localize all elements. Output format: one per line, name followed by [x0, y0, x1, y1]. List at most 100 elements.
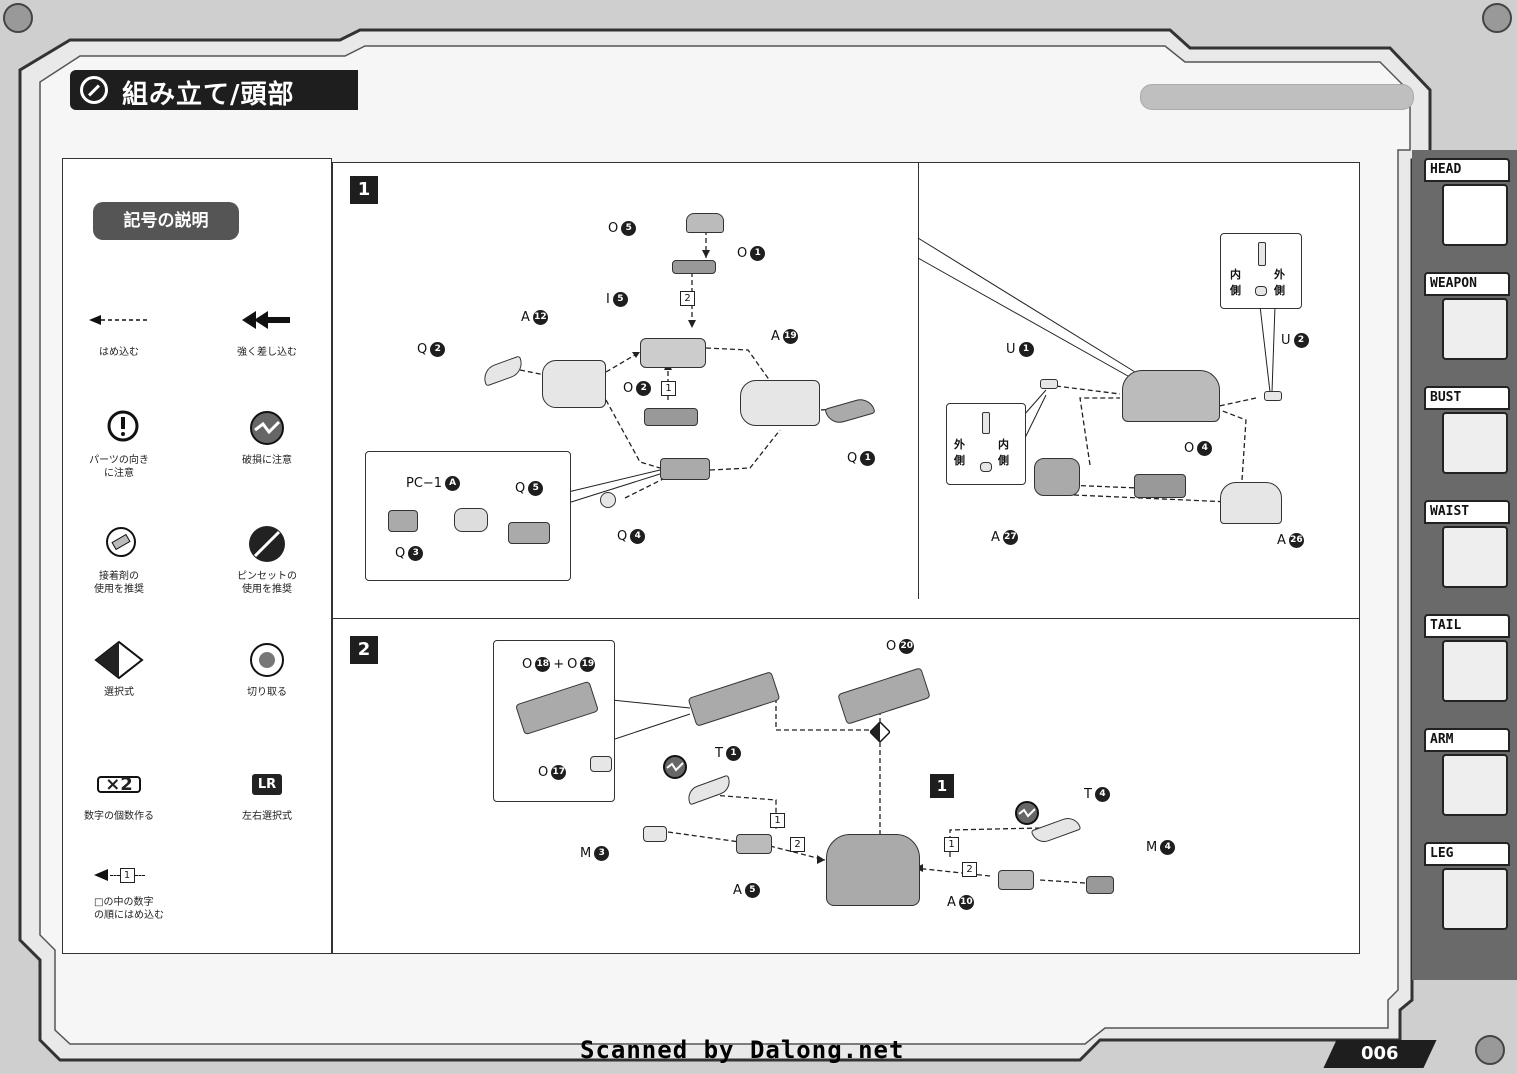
part-pc1: [454, 508, 488, 532]
part-q4: [600, 492, 616, 508]
sequence-2: 2: [680, 291, 695, 306]
double-arrow-icon: [212, 300, 322, 340]
scan-credit: Scanned by Dalong.net: [580, 1036, 905, 1064]
part-m3: [643, 826, 667, 842]
legend-item-tweezers: ピンセットの 使用を推奨: [212, 524, 322, 596]
part-a27: [1034, 458, 1080, 496]
tweezers-icon: [212, 524, 322, 564]
legend-item-lr: LR 左右選択式: [212, 764, 322, 823]
header-badge: [1140, 84, 1414, 110]
bust-thumbnail: [1442, 412, 1508, 474]
order-arrow-icon: 1: [64, 860, 174, 890]
part-q3: [388, 510, 418, 532]
outer-note: 外 側: [954, 438, 965, 467]
part-q5: [508, 522, 550, 544]
head-thumbnail: [1442, 184, 1508, 246]
legend-title: 記号の説明: [93, 202, 239, 240]
page-title: 組み立て/頭部: [122, 80, 295, 110]
outer-note: 外 側: [1274, 268, 1285, 297]
part-m4: [1086, 876, 1114, 894]
sequence-1: 1: [770, 813, 785, 828]
exclamation-icon: [64, 408, 174, 448]
legend-label: 破損に注意: [242, 455, 292, 466]
tab-bust[interactable]: BUST: [1424, 386, 1510, 474]
tab-label: LEG: [1424, 842, 1510, 866]
tab-label: WEAPON: [1424, 272, 1510, 296]
compass-icon: [80, 76, 108, 104]
weapon-thumbnail: [1442, 298, 1508, 360]
sequence-1: 1: [944, 837, 959, 852]
tab-head[interactable]: HEAD: [1424, 158, 1510, 246]
sequence-2: 2: [962, 862, 977, 877]
tab-arm[interactable]: ARM: [1424, 728, 1510, 816]
tail-thumbnail: [1442, 640, 1508, 702]
head-assembly-step2: [826, 834, 920, 906]
broken-icon: [1015, 801, 1039, 825]
legend-label: はめ込む: [99, 347, 139, 358]
arm-thumbnail: [1442, 754, 1508, 816]
legend-item-select: 選択式: [64, 640, 174, 699]
legend-item-cut: 切り取る: [212, 640, 322, 699]
tab-label: WAIST: [1424, 500, 1510, 524]
diamond-icon: [64, 640, 174, 680]
tab-weapon[interactable]: WEAPON: [1424, 272, 1510, 360]
tab-label: TAIL: [1424, 614, 1510, 638]
leg-thumbnail: [1442, 868, 1508, 930]
part-a10: [998, 870, 1034, 890]
step-number-1: 1: [350, 176, 378, 204]
page-number: 006: [1323, 1040, 1437, 1068]
legend-label: 接着剤の 使用を推奨: [94, 571, 144, 595]
part-u1: [1040, 379, 1058, 389]
part-o5: [672, 260, 716, 274]
legend-label: 強く差し込む: [237, 347, 297, 358]
small-pin: [1255, 286, 1267, 296]
small-pin: [980, 462, 992, 472]
legend-label: 選択式: [104, 687, 134, 698]
legend-label: ピンセットの 使用を推奨: [237, 571, 297, 595]
head-assembly: [1122, 370, 1220, 422]
sequence-2: 2: [790, 837, 805, 852]
legend-item-press: 強く差し込む: [212, 300, 322, 359]
legend-item-orientation: パーツの向き に注意: [64, 408, 174, 480]
tab-leg[interactable]: LEG: [1424, 842, 1510, 930]
scissors-icon: [212, 640, 322, 680]
legend-item-damage: 破損に注意: [212, 408, 322, 467]
tab-waist[interactable]: WAIST: [1424, 500, 1510, 588]
part-o1: [686, 213, 724, 233]
part-o4: [1134, 474, 1186, 498]
legend-item-glue: 接着剤の 使用を推奨: [64, 524, 174, 596]
step-divider: [332, 618, 1360, 619]
legend-item-multiply: ×2 数字の個数作る: [64, 764, 174, 823]
tab-tail[interactable]: TAIL: [1424, 614, 1510, 702]
broken-icon: [663, 755, 687, 779]
step-number-2: 2: [350, 636, 378, 664]
tab-label: BUST: [1424, 386, 1510, 410]
part-o2: [644, 408, 698, 426]
part-o17: [590, 756, 612, 772]
part-a12: [542, 360, 606, 408]
inner-note: 内 側: [998, 438, 1009, 467]
glue-icon: [64, 524, 174, 564]
tab-label: HEAD: [1424, 158, 1510, 182]
